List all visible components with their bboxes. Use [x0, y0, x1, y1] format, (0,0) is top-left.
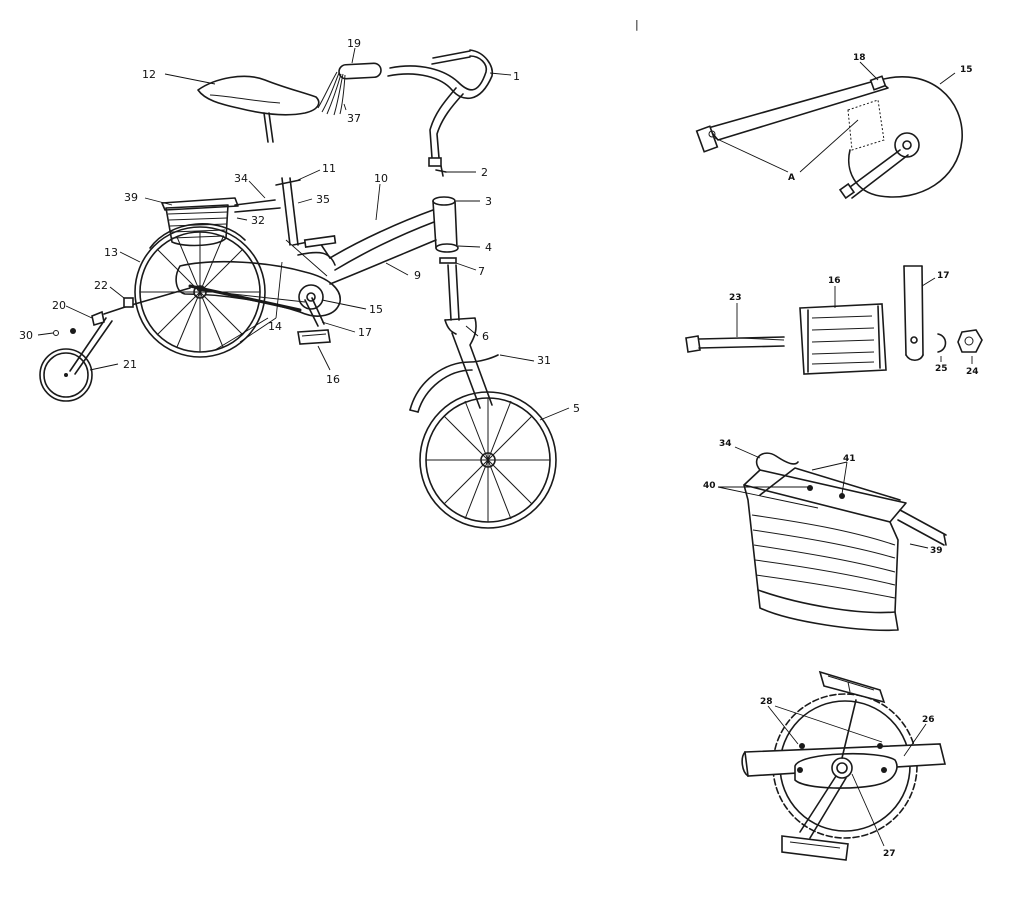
label-basket: 39	[124, 191, 138, 204]
label-fork: 6	[482, 330, 489, 343]
label-headset-cup: 4	[485, 241, 492, 254]
separator-mark: |	[635, 18, 639, 31]
basket-label-basket: 39	[930, 546, 943, 556]
label-basket-bracket: 32	[251, 214, 265, 227]
pedal-label-crank: 17	[937, 271, 950, 281]
label-stem-bolt: 2	[481, 166, 488, 179]
label-chain-guard: 15	[369, 303, 383, 316]
label-head-tube: 3	[485, 195, 492, 208]
crank-pedal-part	[297, 297, 331, 345]
label-rack-bolt: 35	[316, 193, 330, 206]
label-seat: 12	[142, 68, 156, 81]
label-seat-post: 11	[322, 162, 336, 175]
chainguard-label-clip: 18	[853, 53, 866, 63]
label-grip: 19	[347, 37, 361, 50]
pedal-label-washer: 25	[935, 364, 948, 374]
training-wheel-part	[39, 287, 191, 402]
pedal-label-pedal: 16	[828, 276, 841, 286]
detail-sprocket: 28 26 27	[741, 670, 947, 861]
label-frame-top: 10	[374, 172, 388, 185]
sprocket-label-bolts: 28	[760, 697, 773, 707]
detail-basket: 34 41 40 39	[703, 439, 947, 632]
label-fender: 31	[537, 354, 551, 367]
label-chain: 14	[268, 320, 282, 333]
frame-part	[275, 177, 459, 285]
label-rear-wheel: 13	[104, 246, 118, 259]
front-fender-part	[409, 354, 499, 413]
label-pedal: 16	[326, 373, 340, 386]
basket-part	[161, 197, 281, 247]
handlebar-part	[387, 49, 494, 177]
label-frame-down: 9	[414, 269, 421, 282]
label-rack: 34	[234, 172, 248, 185]
pedal-label-axle: 23	[729, 293, 742, 303]
chain-line	[188, 284, 302, 312]
chainguard-part	[175, 260, 341, 317]
basket-label-screws: 41	[843, 454, 856, 464]
detail-pedal: 23 16 17 25 24	[685, 265, 983, 377]
detail-chainguard: 18 15 A	[695, 53, 973, 200]
sprocket-label-axle: 27	[883, 849, 896, 859]
label-crank: 17	[358, 326, 372, 339]
main-bicycle: 12 19 37 1 2 3 4 7 10 9 11 34 35 39 32 1…	[19, 37, 580, 529]
label-streamer: 37	[347, 112, 361, 125]
main-labels: 12 19 37 1 2 3 4 7 10 9 11 34 35 39 32 1…	[19, 37, 580, 415]
basket-label-rack: 34	[719, 439, 732, 449]
grip-part	[317, 62, 382, 116]
sprocket-label-plate: 26	[922, 715, 935, 725]
chainguard-label-a: A	[788, 173, 795, 183]
label-front-wheel: 5	[573, 402, 580, 415]
chainguard-label-guard: 15	[960, 65, 973, 75]
pedal-label-nut: 24	[966, 367, 979, 377]
front-wheel-part	[419, 391, 557, 529]
basket-label-bolts: 40	[703, 481, 716, 491]
main-leader-lines	[37, 47, 570, 421]
label-training-nut: 20	[52, 299, 66, 312]
label-training-washer: 30	[19, 329, 33, 342]
label-washer: 7	[478, 265, 485, 278]
label-training-wheel: 21	[123, 358, 137, 371]
label-handlebar: 1	[513, 70, 520, 83]
seat-part	[197, 75, 320, 143]
label-training-bracket: 22	[94, 279, 108, 292]
